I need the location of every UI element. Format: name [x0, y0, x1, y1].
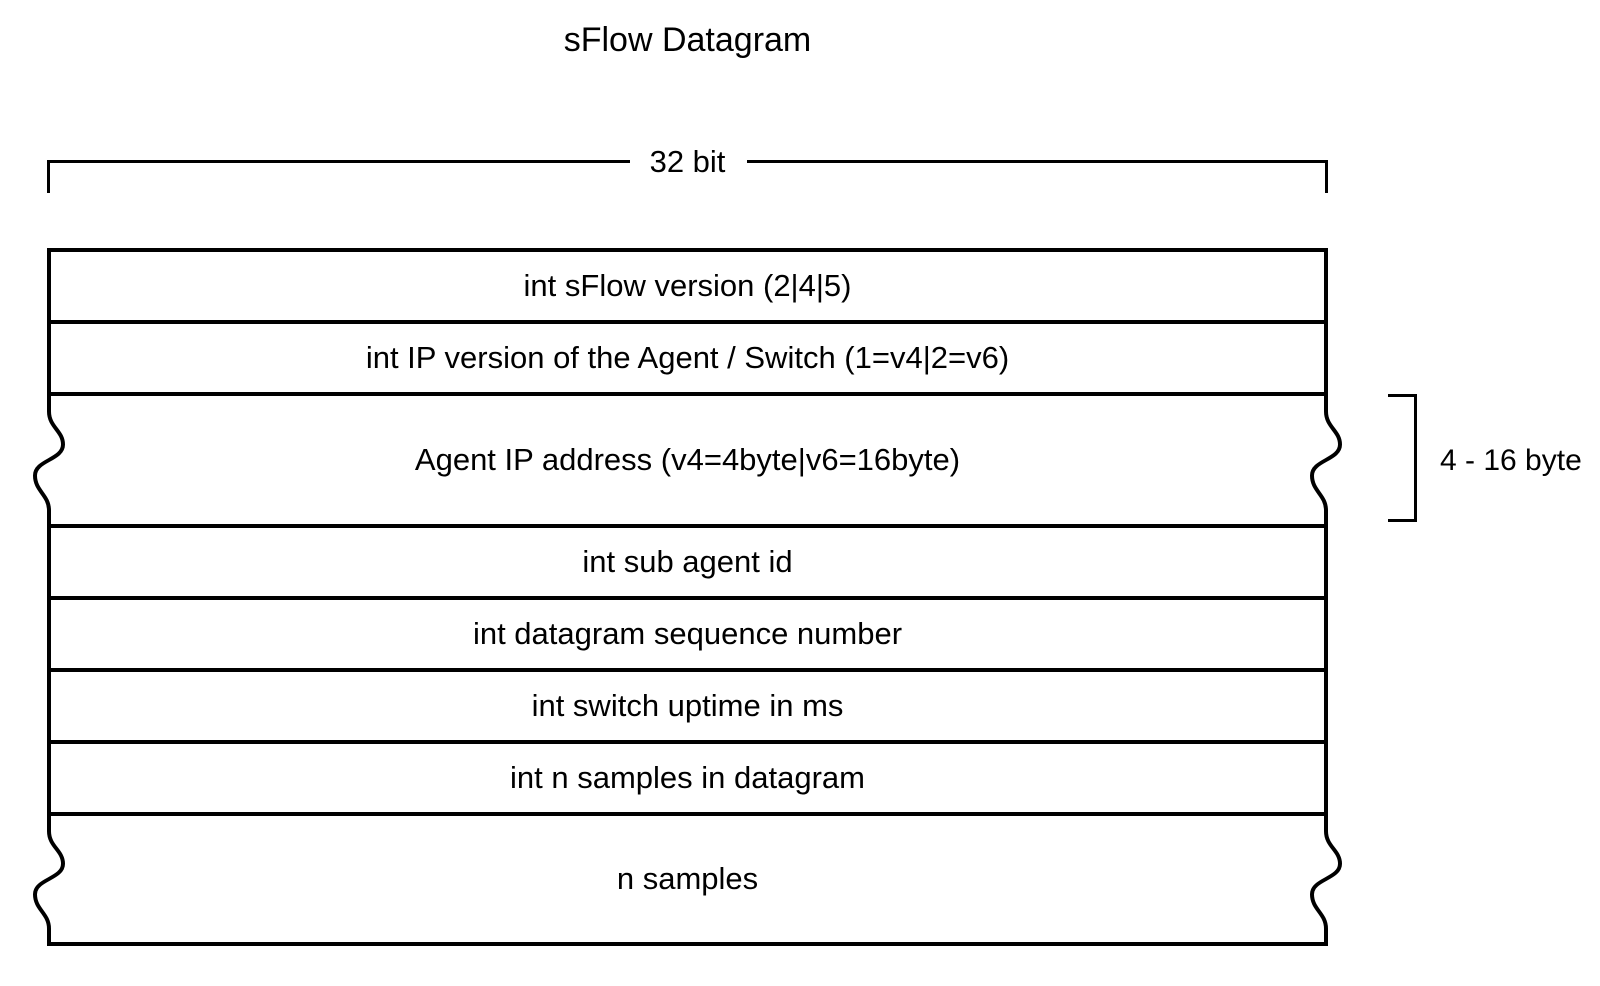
- ruler-line-left: [47, 160, 630, 163]
- field-label: int sub agent id: [582, 544, 793, 579]
- ruler-tick-right: [1325, 160, 1328, 193]
- field-row-datagram-sequence-number: int datagram sequence number: [47, 596, 1328, 668]
- field-row-switch-uptime: int switch uptime in ms: [47, 668, 1328, 740]
- field-label: int n samples in datagram: [510, 760, 865, 795]
- byte-range-label: 4 - 16 byte: [1440, 444, 1582, 477]
- byte-range-bracket: [1388, 394, 1417, 522]
- field-label: Agent IP address (v4=4byte|v6=16byte): [414, 442, 961, 477]
- bit-width-ruler: 32 bit: [47, 144, 1328, 193]
- field-row-sflow-version: int sFlow version (2|4|5): [47, 248, 1328, 320]
- field-label: int sFlow version (2|4|5): [523, 268, 852, 303]
- field-label: n samples: [616, 861, 759, 896]
- ruler-label: 32 bit: [645, 144, 730, 180]
- field-row-sub-agent-id: int sub agent id: [47, 524, 1328, 596]
- ruler-line-right: [747, 160, 1328, 163]
- torn-edge-right: [1310, 396, 1342, 524]
- diagram-title: sFlow Datagram: [563, 21, 812, 59]
- field-row-agent-ip-address: Agent IP address (v4=4byte|v6=16byte): [33, 392, 1342, 524]
- torn-edge-right: [1310, 816, 1342, 942]
- torn-edge-left: [33, 396, 65, 524]
- field-label: int datagram sequence number: [472, 616, 903, 651]
- field-label: int IP version of the Agent / Switch (1=…: [365, 340, 1010, 375]
- ruler-tick-left: [47, 160, 50, 193]
- field-row-n-samples: n samples: [33, 812, 1342, 946]
- torn-edge-left: [33, 816, 65, 942]
- field-label: int switch uptime in ms: [531, 688, 844, 723]
- field-row-ip-version: int IP version of the Agent / Switch (1=…: [47, 320, 1328, 392]
- datagram-box: int sFlow version (2|4|5) int IP version…: [33, 248, 1342, 946]
- field-row-n-samples-count: int n samples in datagram: [47, 740, 1328, 812]
